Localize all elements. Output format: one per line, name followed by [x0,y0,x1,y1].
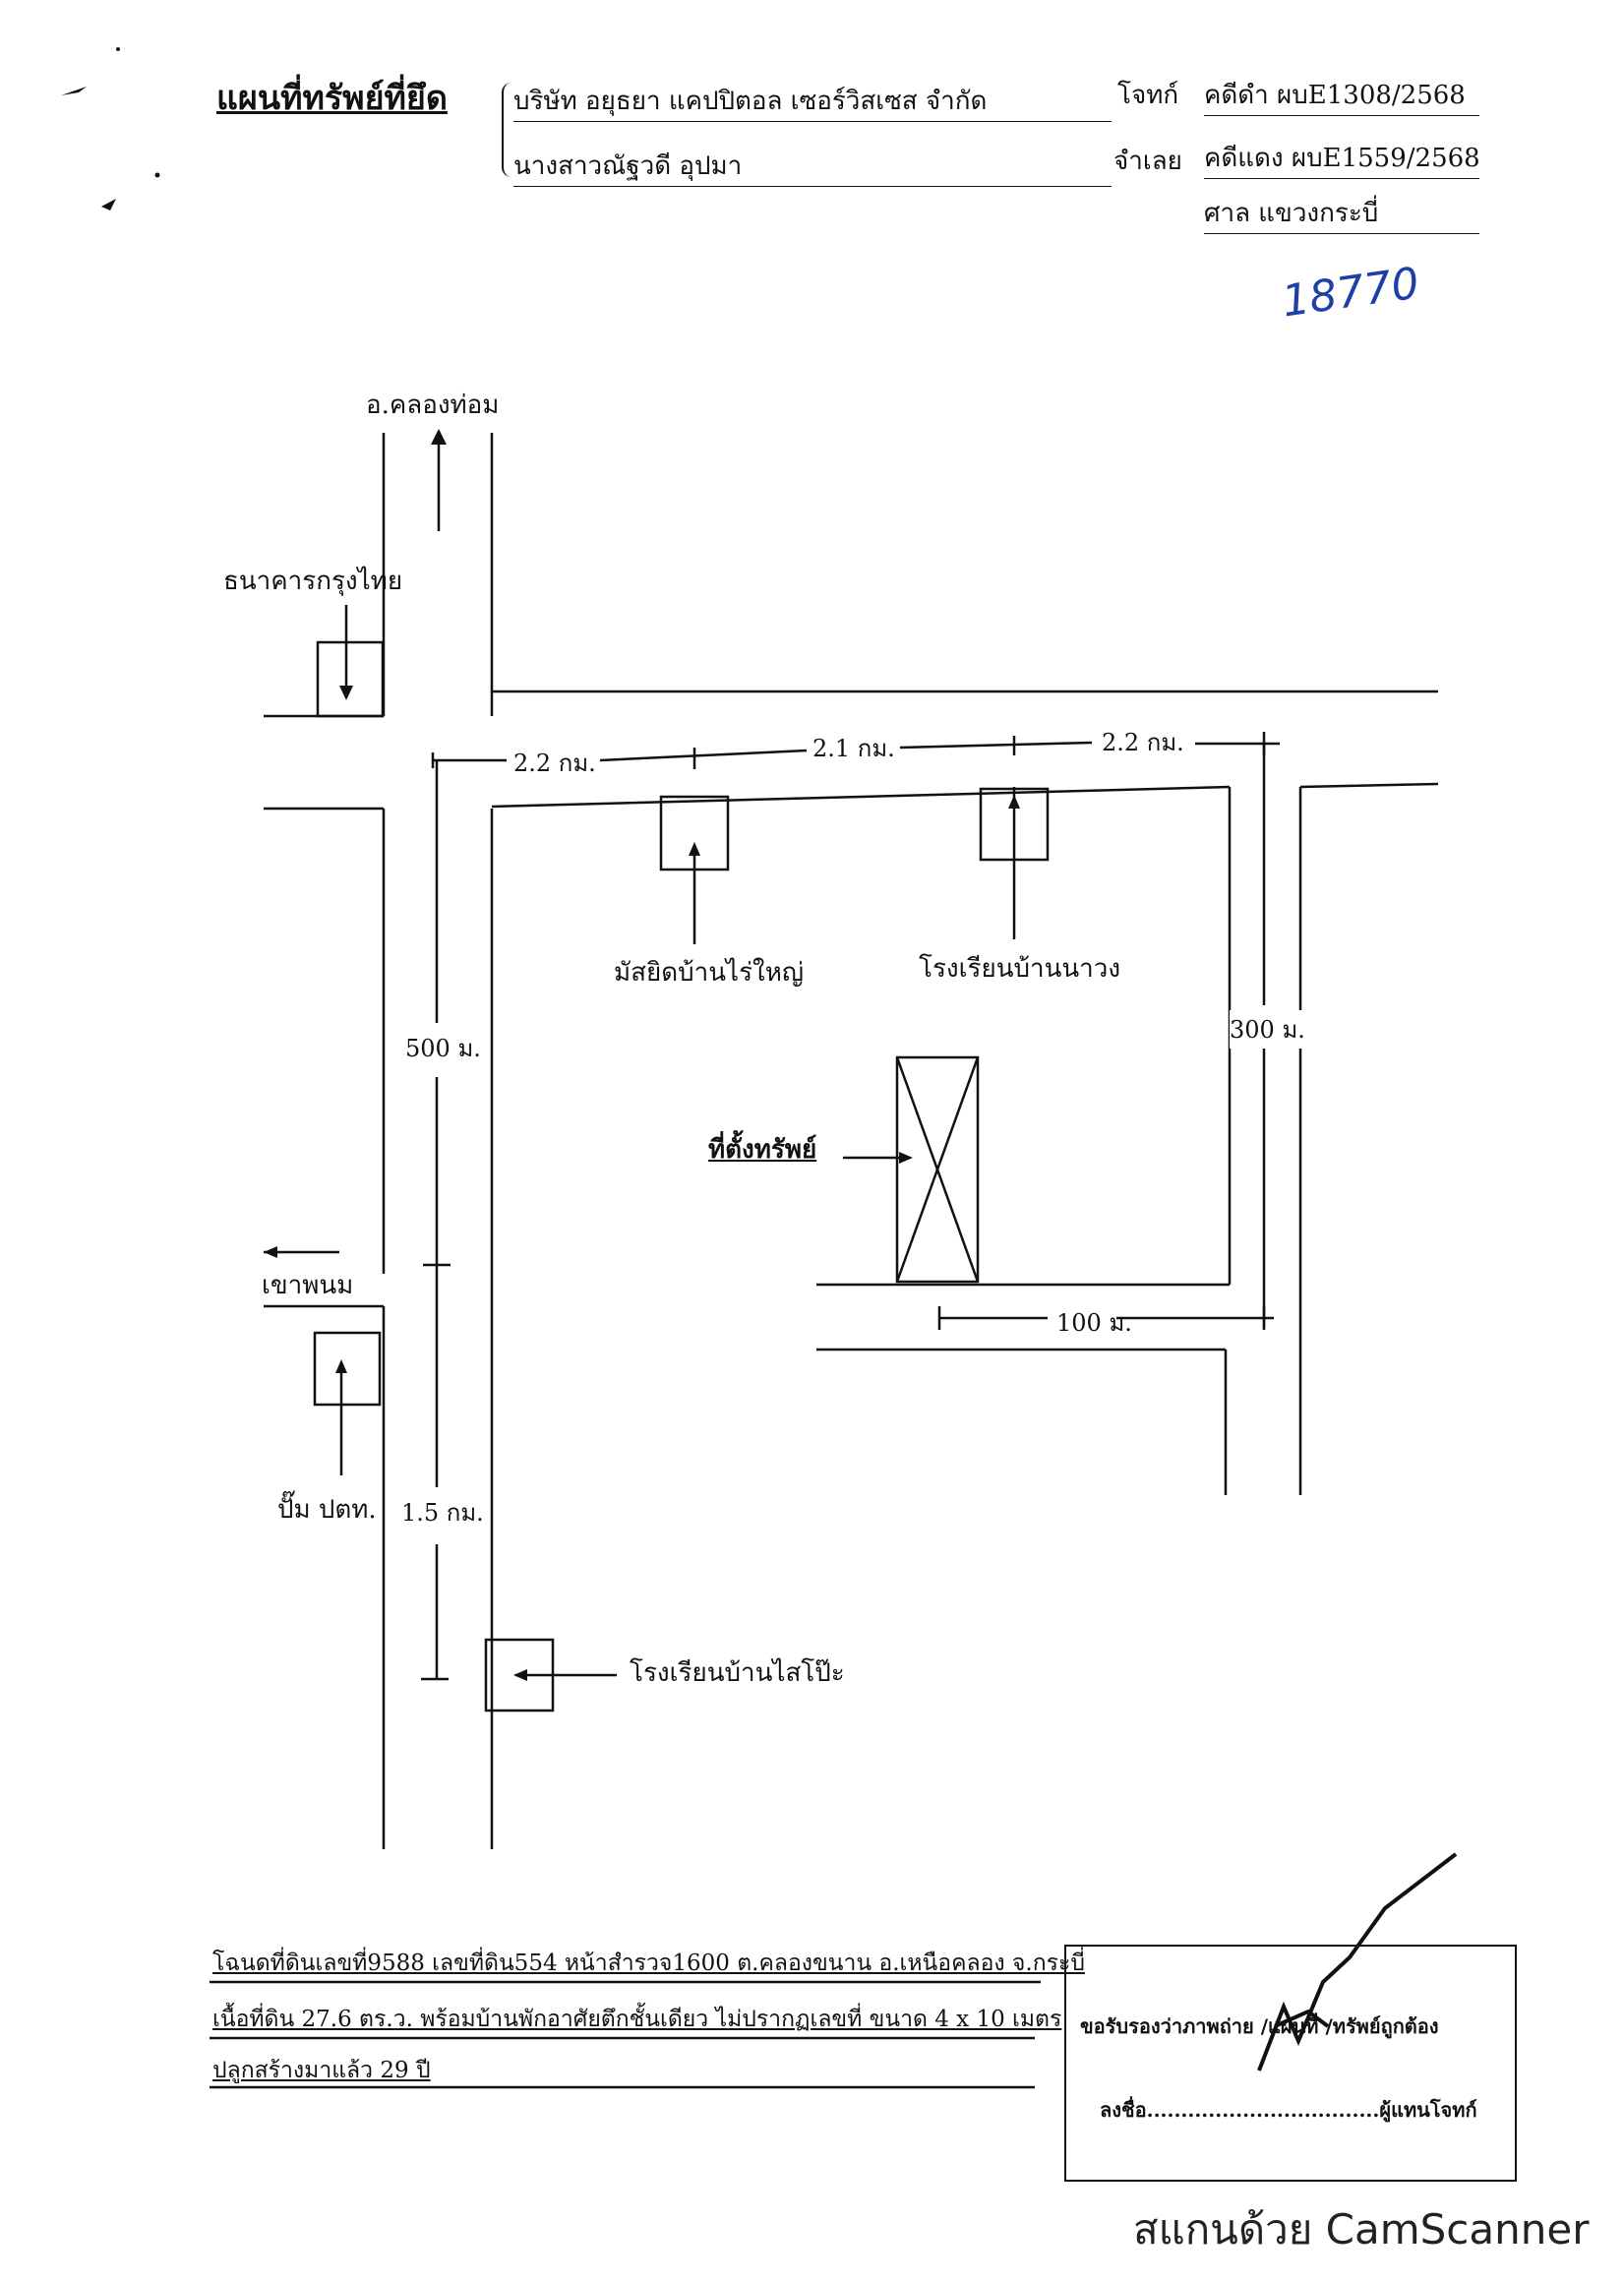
page-title: แผนที่ทรัพย์ที่ยึด [216,79,448,118]
signature-line: ลงชื่อ..................................… [1100,2098,1477,2122]
label-property-location: ที่ตั้งทรัพย์ [708,1135,817,1165]
distance-top-right: 2.2 กม. [1102,729,1184,756]
camscanner-watermark: สแกนด้วย CamScanner [1133,2205,1590,2253]
plaintiff-name: บริษัท อยุธยา แคปปิตอล เซอร์วิสเซส จำกัด [513,81,1112,122]
label-west-destination: เขาพนม [262,1271,354,1300]
defendant-name: นางสาวณัฐวดี อุปมา [513,146,1112,187]
plaintiff-label: โจทก์ [1117,81,1179,110]
distance-top-left: 2.2 กม. [513,750,596,777]
defendant-label: จำเลย [1113,147,1182,176]
court-name: ศาล แขวงกระบี่ [1204,193,1479,234]
distance-vertical-lower: 1.5 กม. [401,1493,484,1531]
case-red-number: คดีแดง ผบE1559/2568 [1204,138,1480,179]
label-school-saiphia: โรงเรียนบ้านไสโป๊ะ [630,1658,845,1688]
party-bracket [502,83,511,177]
signature-scribble [1257,1852,1458,2072]
distance-right-vertical: 300 ม. [1230,1010,1305,1049]
case-black-number: คดีดำ ผบE1308/2568 [1204,75,1479,116]
distance-bottom-horizontal: 100 ม. [1056,1309,1132,1337]
label-north-destination: อ.คลองท่อม [366,390,500,420]
label-school-nawang: โรงเรียนบ้านนาวง [919,954,1121,984]
deed-description-line-2: เนื้อที่ดิน 27.6 ตร.ว. พร้อมบ้านพักอาศัย… [212,2007,1062,2032]
deed-description-line-3: ปลูกสร้างมาแล้ว 29 ปี [212,2058,431,2083]
certification-statement: ขอรับรองว่าภาพถ่าย /แผนที่ /ทรัพย์ถูกต้อ… [1080,2014,1439,2038]
distance-top-middle: 2.1 กม. [812,735,895,762]
deed-description-line-1: โฉนดที่ดินเลขที่9588 เลขที่ดิน554 หน้าสำ… [212,1951,1085,1976]
distance-vertical-upper: 500 ม. [405,1029,481,1067]
scan-specks [61,47,160,210]
certification-box: ขอรับรองว่าภาพถ่าย /แผนที่ /ทรัพย์ถูกต้อ… [1064,1945,1517,2182]
label-bank: ธนาคารกรุงไทย [223,567,403,596]
label-gas-station: ปั๊ม ปตท. [277,1495,377,1525]
label-mosque: มัสยิดบ้านไร่ใหญ่ [614,958,805,988]
